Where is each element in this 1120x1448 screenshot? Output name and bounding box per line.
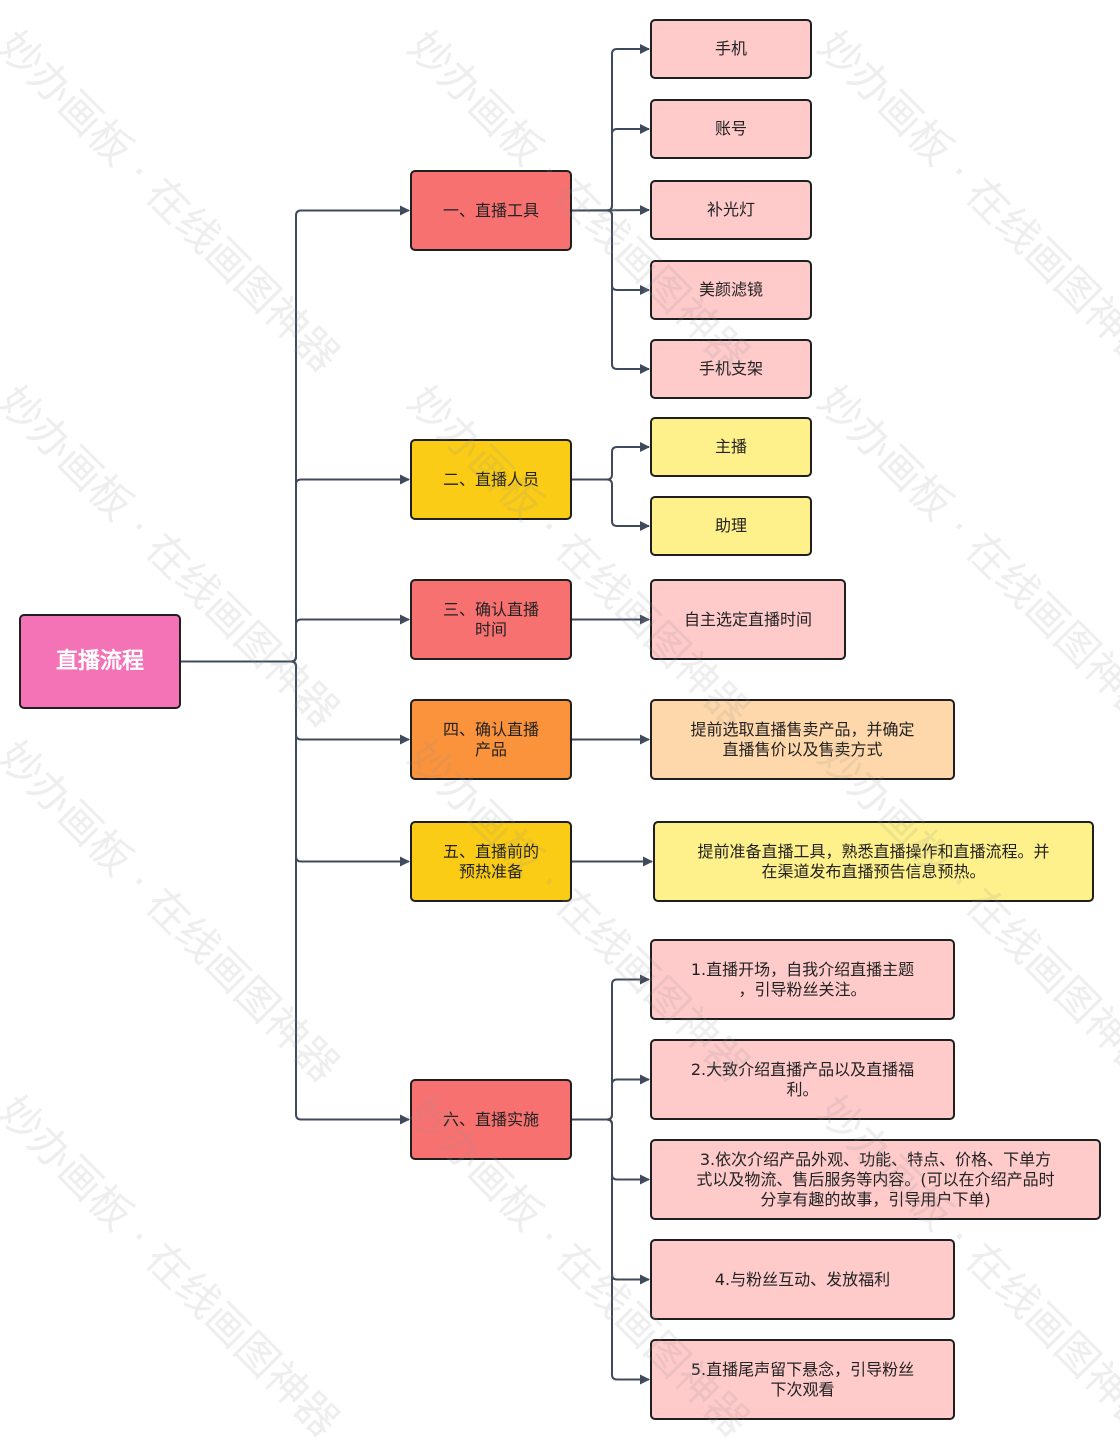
- connector-arrow: [572, 1074, 650, 1121]
- connector-arrow: [572, 442, 650, 481]
- connector-arrow: [572, 974, 650, 1121]
- leaf-node[interactable]: 美颜滤镜: [650, 260, 812, 320]
- leaf-node[interactable]: 5.直播尾声留下悬念，引导粉丝 下次观看: [650, 1339, 955, 1420]
- connector-arrow: [572, 124, 650, 212]
- leaf-node[interactable]: 2.大致介绍直播产品以及直播福 利。: [650, 1039, 955, 1120]
- connector-arrow: [572, 209, 650, 374]
- connector-arrow: [572, 1118, 650, 1185]
- branch-node-confirm-time[interactable]: 三、确认直播 时间: [410, 579, 572, 660]
- connector-arrow: [572, 209, 650, 295]
- leaf-node[interactable]: 主播: [650, 417, 812, 477]
- branch-node-warmup[interactable]: 五、直播前的 预热准备: [410, 821, 572, 902]
- leaf-node[interactable]: 4.与粉丝互动、发放福利: [650, 1239, 955, 1320]
- leaf-node[interactable]: 提前准备直播工具，熟悉直播操作和直播流程。并 在渠道发布直播预告信息预热。: [653, 821, 1094, 902]
- connector-arrow: [181, 660, 410, 1125]
- leaf-node[interactable]: 手机支架: [650, 339, 812, 399]
- connector-arrow: [572, 478, 650, 531]
- connector-arrow: [572, 1118, 650, 1285]
- root-node[interactable]: 直播流程: [19, 614, 181, 709]
- branch-node-staff[interactable]: 二、直播人员: [410, 439, 572, 520]
- leaf-node[interactable]: 3.依次介绍产品外观、功能、特点、价格、下单方 式以及物流、售后服务等内容。(可…: [650, 1139, 1101, 1220]
- leaf-node[interactable]: 1.直播开场，自我介绍直播主题 ，引导粉丝关注。: [650, 939, 955, 1020]
- leaf-node[interactable]: 账号: [650, 99, 812, 159]
- leaf-node[interactable]: 提前选取直播售卖产品，并确定 直播售价以及售卖方式: [650, 699, 955, 780]
- leaf-node[interactable]: 补光灯: [650, 180, 812, 240]
- leaf-node[interactable]: 自主选定直播时间: [650, 579, 846, 660]
- branch-node-execution[interactable]: 六、直播实施: [410, 1079, 572, 1160]
- leaf-node[interactable]: 手机: [650, 19, 812, 79]
- branch-node-confirm-product[interactable]: 四、确认直播 产品: [410, 699, 572, 780]
- connector-arrow: [572, 1118, 650, 1385]
- connector-arrow: [181, 614, 410, 663]
- branch-node-tools[interactable]: 一、直播工具: [410, 170, 572, 251]
- leaf-node[interactable]: 助理: [650, 496, 812, 556]
